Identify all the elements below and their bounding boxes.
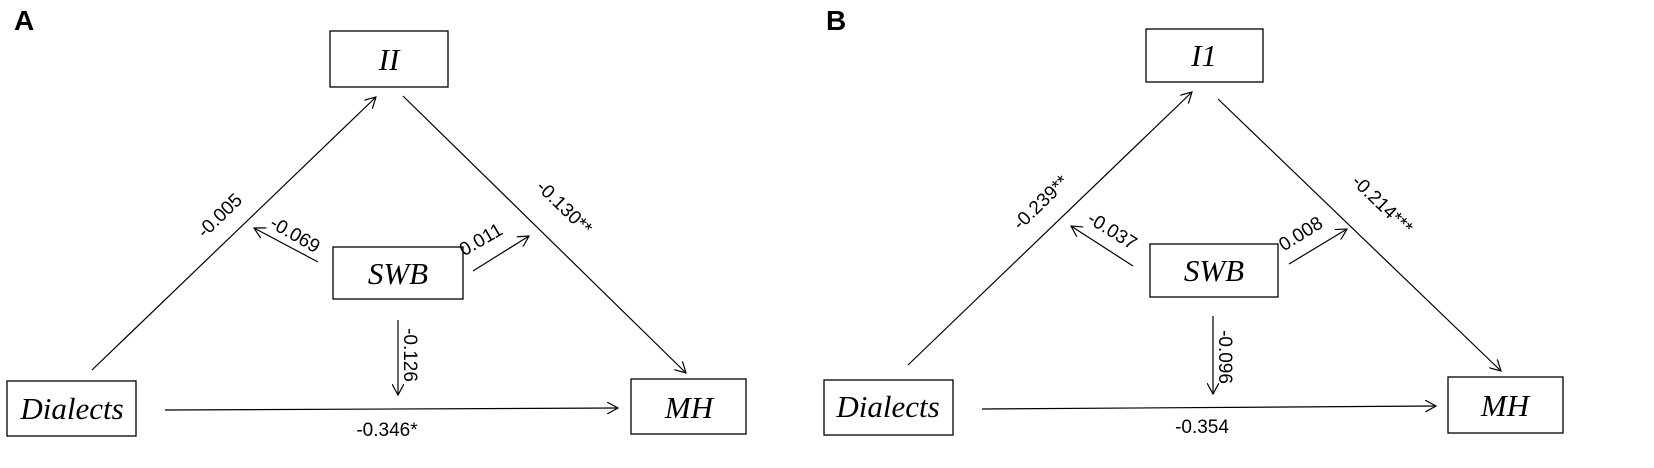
coef-dialects-ii: -0.005 [194,190,247,243]
node-mh: MH [630,378,747,435]
path-swb-to-mh [472,236,529,272]
panel-letter-a: A [14,5,34,36]
node-dialects-label: Dialects [835,389,939,424]
coef-dialects-mh: -0.354 [1175,417,1229,438]
node-mh-label: MH [664,390,715,425]
panel-letter-b: B [826,5,846,36]
node-swb-label: SWB [1184,253,1244,288]
coef-swb-ii: -0.037 [1084,208,1141,254]
node-mh-label: MH [1480,388,1531,423]
node-dialects: Dialects [6,380,137,437]
node-ii: II [329,30,449,88]
node-dialects-label: Dialects [19,391,123,426]
panel-b: B I1 SWB Dialects MH -0.239** -0.214*** … [823,5,1564,438]
node-ii-label: I1 [1190,38,1217,73]
coef-ii-mh: -0.130** [532,177,596,240]
path-ii-to-mh [1217,98,1501,371]
node-swb: SWB [332,246,464,300]
node-ii: I1 [1145,28,1264,83]
path-swb-to-mh [1288,229,1347,265]
coef-swb-mh: 0.008 [1275,213,1326,256]
coef-swb-down: -0.126 [399,328,420,382]
node-swb-label: SWB [368,256,428,291]
node-ii-label: II [378,42,401,77]
path-dialects-to-ii [907,92,1192,366]
path-ii-to-mh [402,95,686,373]
node-mh: MH [1447,376,1564,434]
coef-dialects-ii: -0.239** [1009,171,1073,234]
coef-swb-down: -0.096 [1214,330,1235,384]
path-swb-to-ii [254,228,319,263]
coef-dialects-mh: -0.346* [356,420,418,441]
path-swb-to-ii [1071,226,1134,267]
panel-a: A II SWB Dialects MH -0.005 -0.130** -0.… [6,5,747,441]
node-swb: SWB [1149,243,1279,298]
node-dialects: Dialects [823,379,954,436]
path-dialects-to-mh [164,408,618,410]
path-dialects-to-ii [91,97,376,371]
path-dialects-to-mh [981,406,1436,409]
coef-swb-ii: -0.069 [266,213,323,258]
coef-ii-mh: -0.214*** [1347,171,1417,239]
